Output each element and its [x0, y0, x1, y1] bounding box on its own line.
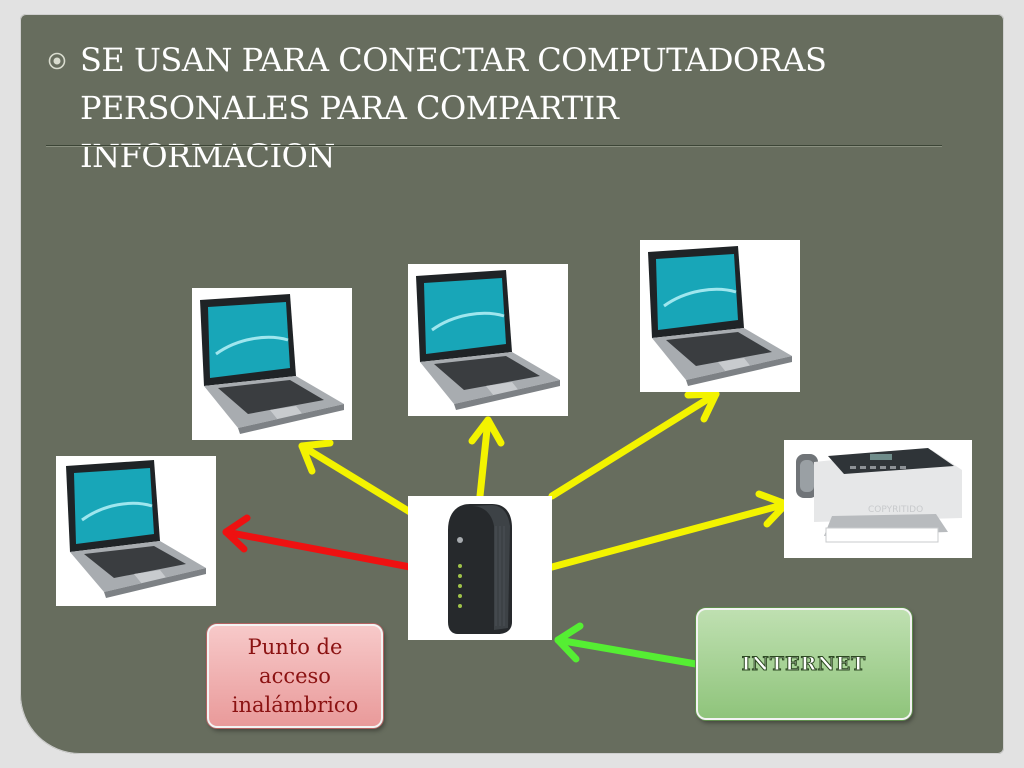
access-point-label: Punto de acceso inalámbrico [207, 624, 383, 728]
slide-title: SE USAN PARA CONECTAR COMPUTADORAS PERSO… [80, 36, 970, 180]
title-line-3: INFORMACION [80, 137, 335, 175]
access-point-label-line-3: inalámbrico [231, 692, 359, 717]
laptop-icon [200, 294, 344, 434]
laptop-icon [66, 460, 206, 598]
internet-label-text: INTERNET [741, 653, 867, 676]
laptop-4 [640, 240, 800, 392]
fax-printer-icon: COPYRITIDO [796, 448, 962, 543]
fax-printer: COPYRITIDO [784, 440, 972, 558]
circle-bullet-icon [48, 52, 66, 70]
internet-label: INTERNET [696, 608, 912, 720]
laptop-1 [56, 456, 216, 606]
laptop-3 [408, 264, 568, 416]
title-line-2: PERSONALES PARA COMPARTIR [80, 89, 619, 127]
laptop-icon [416, 270, 560, 410]
modem-icon [448, 504, 512, 634]
modem-router [408, 496, 552, 640]
printer-watermark: COPYRITIDO [868, 505, 923, 515]
access-point-label-line-2: acceso [259, 663, 331, 688]
access-point-label-line-1: Punto de [247, 634, 343, 659]
laptop-2 [192, 288, 352, 440]
laptop-icon [648, 246, 792, 386]
title-divider [46, 145, 942, 147]
title-line-1: SE USAN PARA CONECTAR COMPUTADORAS [80, 41, 827, 79]
